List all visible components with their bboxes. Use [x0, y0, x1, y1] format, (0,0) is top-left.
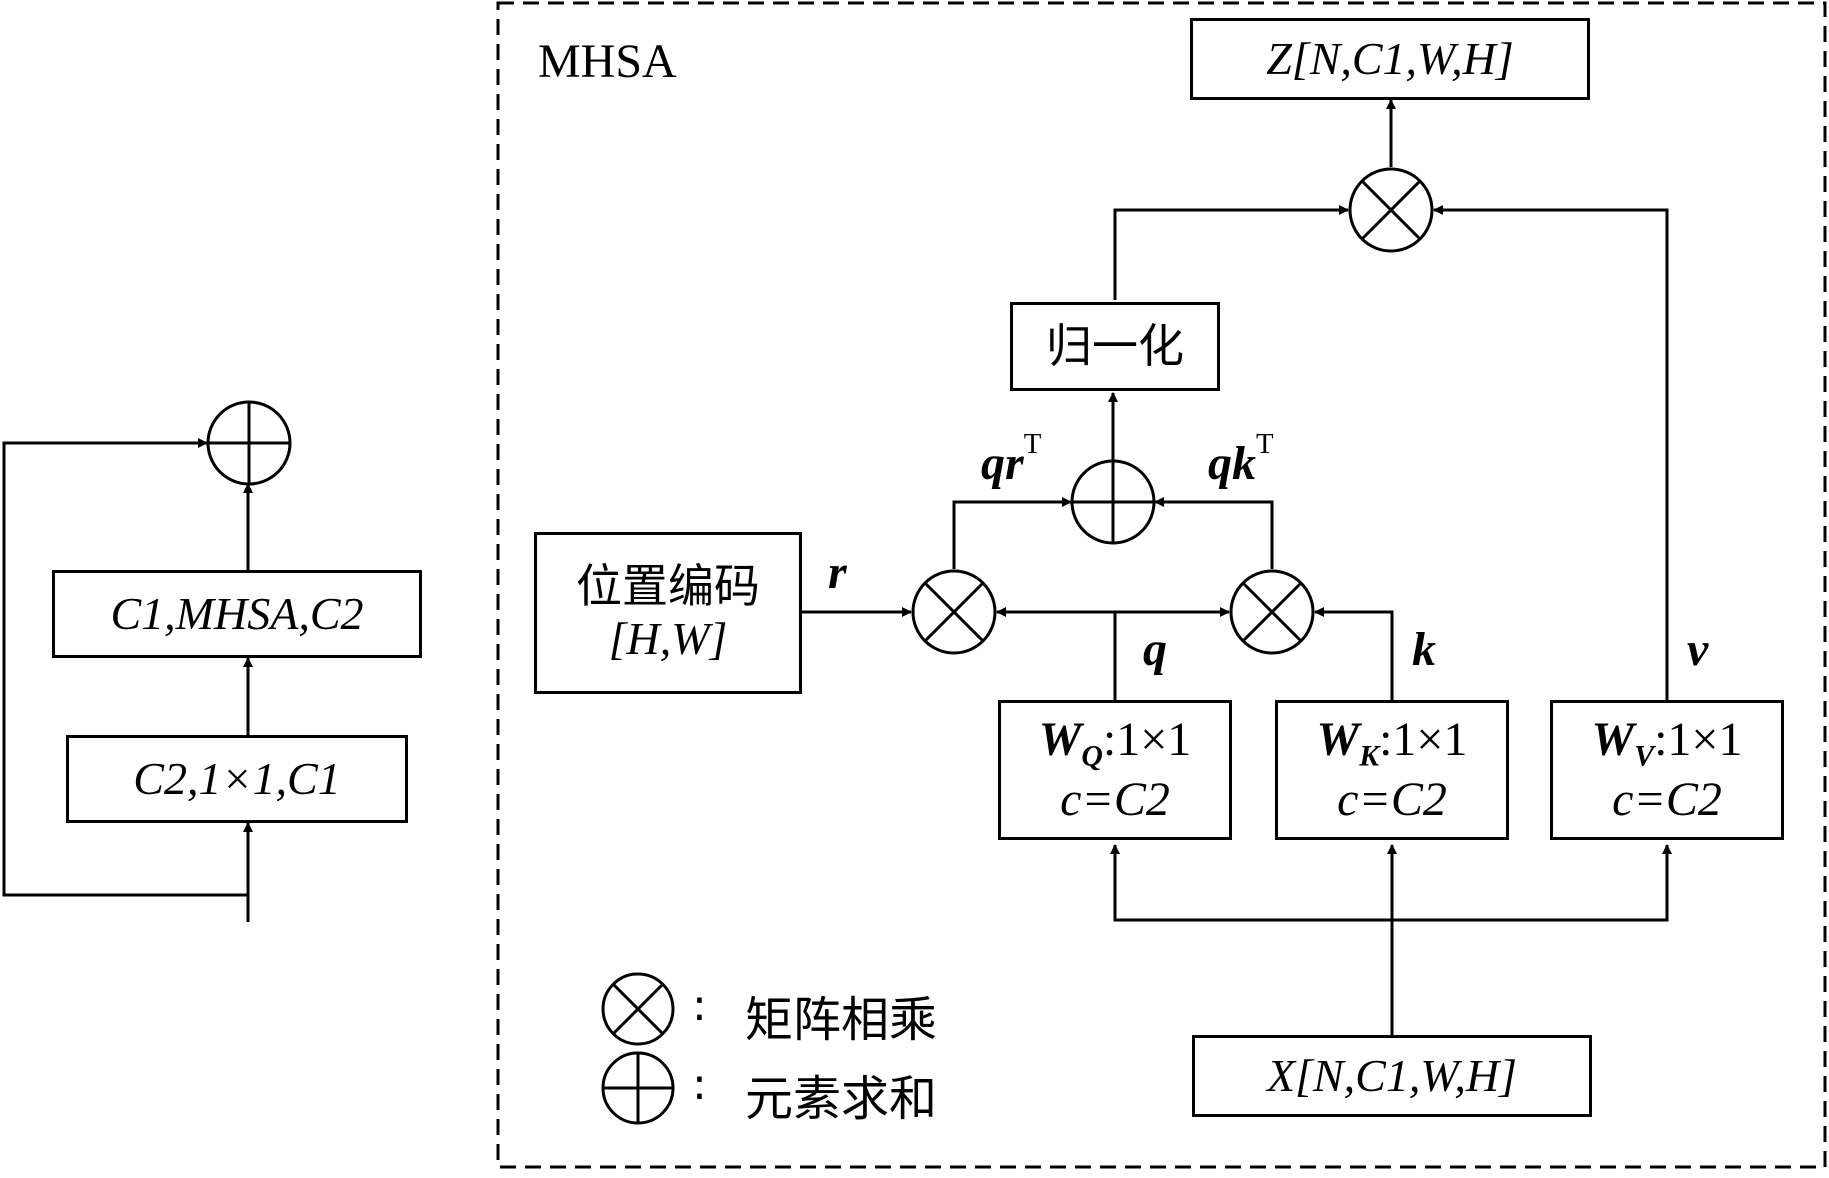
r-label: r: [828, 546, 847, 599]
k-line: [1314, 607, 1394, 700]
wk-sub: K: [1359, 739, 1380, 773]
wv-line: WV:1×1: [1592, 713, 1743, 773]
wk-line: WK:1×1: [1317, 713, 1468, 773]
left-skip-connection: [2, 438, 248, 897]
position-encoding-title: 位置编码: [576, 559, 760, 614]
mhsa-region-label: MHSA: [538, 35, 677, 88]
normalize-to-top-matmul: [1113, 205, 1349, 300]
legend-sum-text: 元素求和: [745, 1071, 938, 1127]
v-line: [1433, 205, 1669, 700]
legend-matmul-text: 矩阵相乘: [745, 992, 938, 1048]
wv-channels: c=C2: [1612, 772, 1722, 826]
position-encoding-box: 位置编码 [H,W]: [534, 532, 802, 694]
wk-channels: c=C2: [1337, 772, 1447, 826]
position-encoding-dims: [H,W]: [608, 613, 728, 664]
wq-box: WQ:1×1 c=C2: [998, 700, 1232, 840]
q-label: q: [1143, 623, 1167, 676]
qk-text: qk: [1208, 436, 1256, 490]
input-x-box: X[N,C1,W,H]: [1192, 1035, 1592, 1117]
qr-line: [952, 497, 1072, 569]
mhsa-region-border: [496, 1, 1827, 1169]
wv-box: WV:1×1 c=C2: [1550, 700, 1784, 840]
legend-sum-sep: :: [692, 1059, 707, 1110]
qk-transpose-mark: T: [1256, 428, 1274, 460]
wk-box: WK:1×1 c=C2: [1275, 700, 1509, 840]
qk-line: [1154, 497, 1274, 569]
wq-sub: Q: [1081, 739, 1103, 773]
qr-transpose-label: qrT: [981, 428, 1041, 491]
qr-text: qr: [981, 436, 1024, 490]
wq-kernel: :1×1: [1102, 713, 1192, 767]
legend-matmul-icon: [601, 972, 675, 1046]
wq-name: W: [1038, 713, 1082, 767]
wk-name: W: [1316, 713, 1360, 767]
wv-kernel: :1×1: [1654, 713, 1743, 767]
input-to-wq: [1110, 844, 1392, 922]
wv-sub: V: [1634, 739, 1655, 773]
conv1x1-box: C2,1×1,C1: [66, 735, 408, 823]
wq-line: WQ:1×1: [1039, 713, 1192, 773]
input-to-wv: [1392, 844, 1672, 922]
wq-channels: c=C2: [1060, 772, 1170, 826]
wv-name: W: [1591, 713, 1635, 767]
wk-kernel: :1×1: [1379, 713, 1468, 767]
normalize-box: 归一化: [1010, 302, 1220, 391]
v-label: v: [1687, 623, 1709, 676]
right-matmul-circle: [1229, 569, 1315, 655]
top-matmul-circle: [1348, 167, 1434, 253]
left-matmul-circle: [911, 569, 997, 655]
legend-matmul-sep: :: [692, 980, 707, 1031]
qr-transpose-mark: T: [1023, 428, 1042, 460]
qk-transpose-label: qkT: [1208, 428, 1274, 491]
mhsa-block-box: C1,MHSA,C2: [52, 570, 422, 658]
output-z-box: Z[N,C1,W,H]: [1190, 18, 1590, 100]
k-label: k: [1412, 623, 1436, 676]
